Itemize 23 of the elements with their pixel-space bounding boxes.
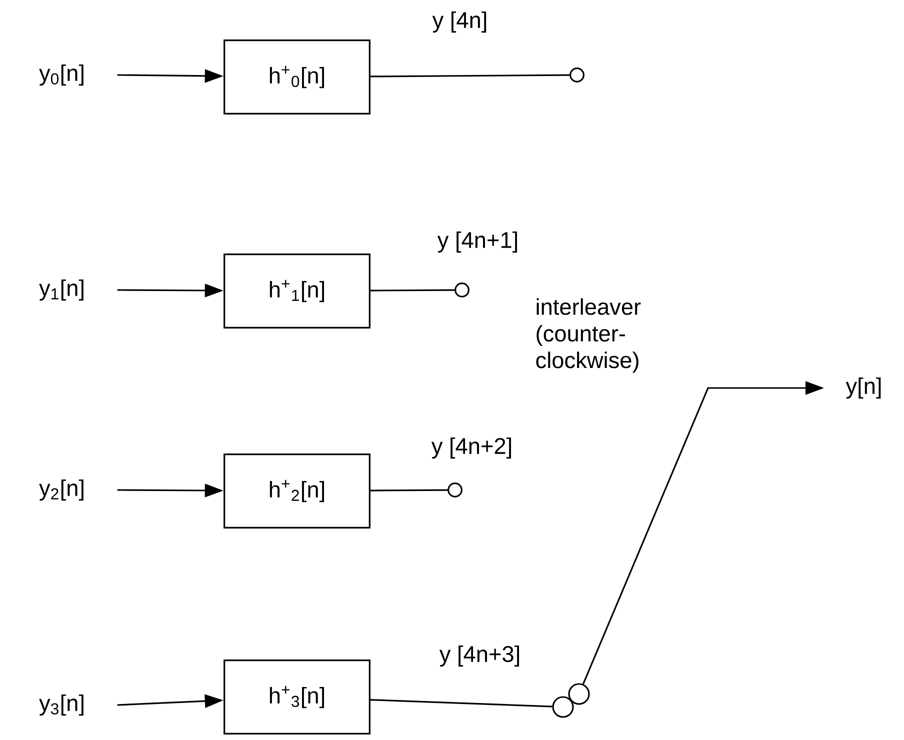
signal-line xyxy=(370,698,552,708)
filter-box: h$^{+}$$_{0}$[n] xyxy=(224,40,370,114)
filter-box: h$^{+}$$_{1}$[n] xyxy=(224,254,370,328)
filter-box: h$^{+}$$_{2}$[n] xyxy=(224,454,370,528)
input-signal: y$_{2}$[n] xyxy=(39,479,84,501)
input-signal: y$_{1}$[n] xyxy=(39,279,84,301)
signal-line xyxy=(370,489,448,492)
output-signal: y[n] xyxy=(846,377,881,399)
signal-line xyxy=(370,289,455,292)
interleaver-label: interleaver (counter-clockwise) xyxy=(536,298,641,373)
signal-line xyxy=(370,74,570,78)
input-signal: y$_{3}$[n] xyxy=(39,694,84,716)
edge-label: y [4n+3] xyxy=(439,645,519,667)
switch-contact xyxy=(570,68,584,82)
switch-contact xyxy=(552,696,574,718)
edge-label: y [4n+1] xyxy=(437,231,517,253)
edge-label: y [4n+2] xyxy=(431,437,511,459)
filter-box: h$^{+}$$_{3}$[n] xyxy=(224,660,370,734)
input-signal: y$_{0}$[n] xyxy=(39,64,84,86)
edge-label: y [4n] xyxy=(432,11,486,33)
switch-contact xyxy=(568,683,590,705)
switch-contact xyxy=(454,282,470,298)
switch-contact xyxy=(448,482,462,498)
